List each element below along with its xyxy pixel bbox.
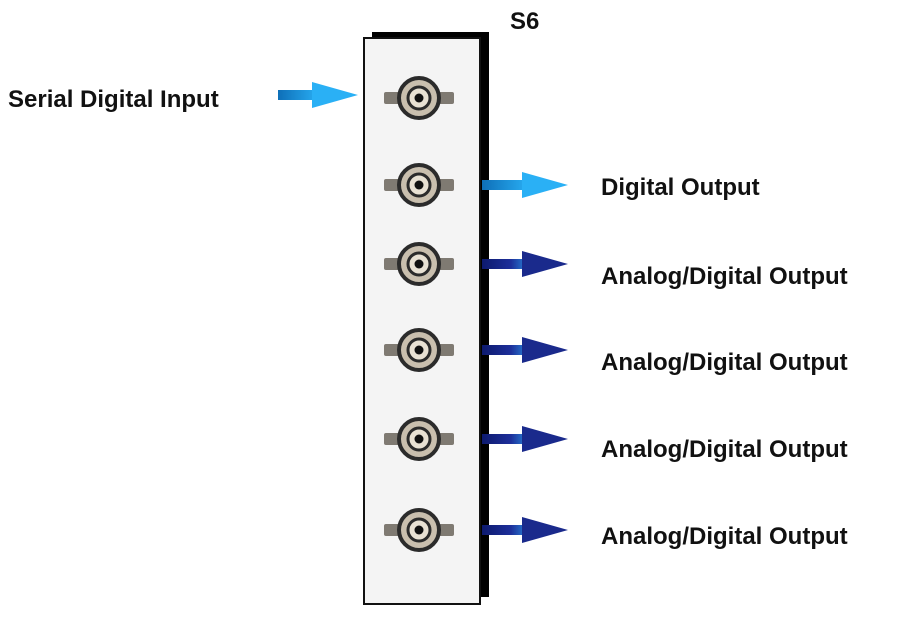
- output-arrow: [482, 517, 568, 543]
- output-arrow: [482, 426, 568, 452]
- bnc-connector: [384, 328, 454, 372]
- output-arrow: [482, 251, 568, 277]
- bnc-connector: [384, 417, 454, 461]
- bnc-connector: [384, 76, 454, 120]
- digital-output-label: Digital Output: [601, 174, 760, 201]
- input-arrow: [278, 82, 358, 108]
- analog-digital-output-label-1: Analog/Digital Output: [601, 263, 848, 290]
- slot-label: S6: [510, 8, 540, 35]
- output-arrow: [482, 337, 568, 363]
- bnc-connector: [384, 242, 454, 286]
- analog-digital-output-label-4: Analog/Digital Output: [601, 523, 848, 550]
- bnc-connector: [384, 508, 454, 552]
- analog-digital-output-label-3: Analog/Digital Output: [601, 436, 848, 463]
- bnc-connector: [384, 163, 454, 207]
- analog-digital-output-label-2: Analog/Digital Output: [601, 349, 848, 376]
- serial-digital-input-label: Serial Digital Input: [8, 86, 219, 113]
- output-arrow: [482, 172, 568, 198]
